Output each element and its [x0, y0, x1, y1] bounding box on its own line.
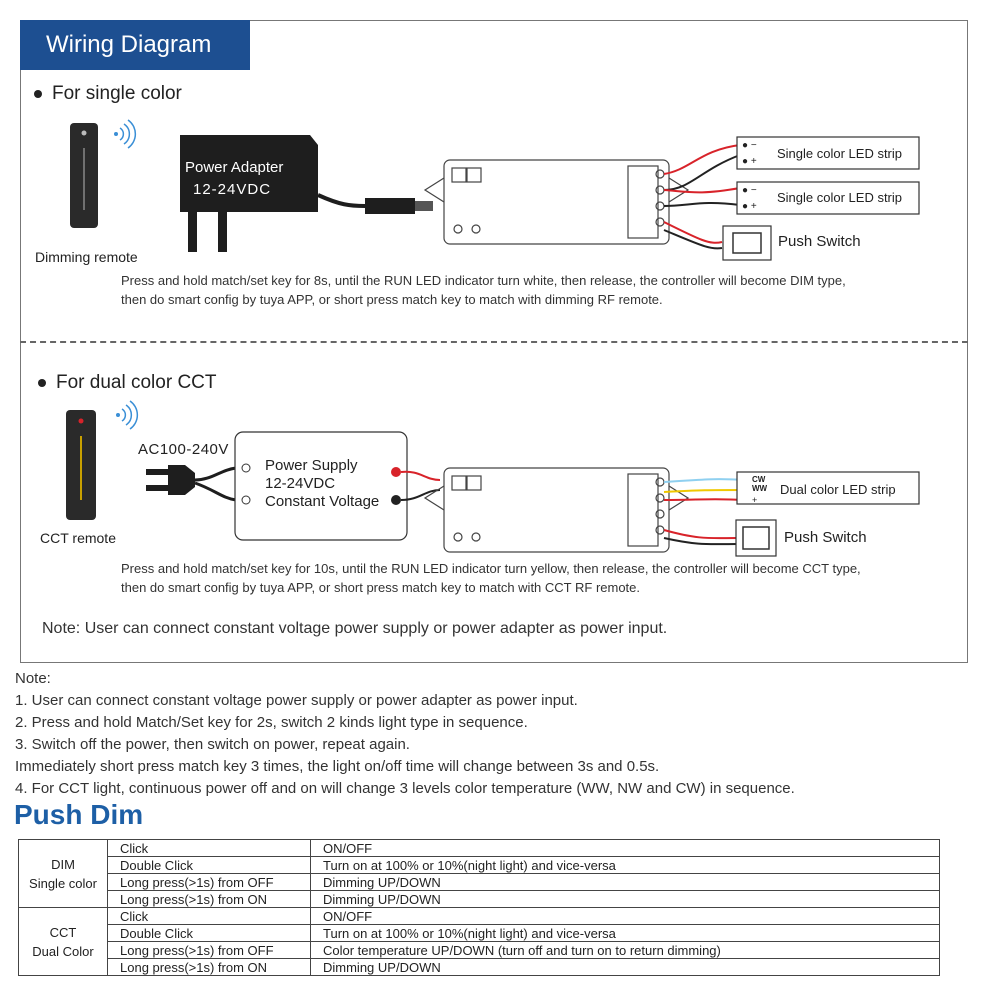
cw-label: CW — [752, 475, 766, 484]
adapter-line-2: 12-24VDC — [193, 181, 272, 198]
dimming-remote-label: Dimming remote — [35, 249, 138, 265]
push-switch-label: Push Switch — [778, 233, 861, 250]
action-cell: Double Click — [107, 924, 311, 942]
svg-text:● −: ● − — [742, 185, 757, 196]
strip-terminal-labels: CW WW — [752, 475, 767, 493]
action-cell: Long press(>1s) from OFF — [107, 873, 311, 891]
dimming-remote-icon — [70, 123, 98, 228]
led-strip-label-1: Single color LED strip — [777, 146, 902, 161]
power-supply-icon — [234, 431, 408, 541]
group-label-line: Dual Color — [32, 943, 94, 959]
wiring-diagram-title: Wiring Diagram — [20, 20, 250, 70]
table-row: Long press(>1s) from ON Dimming UP/DOWN — [19, 958, 940, 976]
cct-instruction-line-2: then do smart config by tuya APP, or sho… — [121, 580, 641, 595]
power-supply-label: Power Supply 12-24VDC Constant Voltage — [265, 457, 379, 511]
power-adapter-icon — [180, 135, 433, 252]
bullet-icon — [34, 89, 42, 98]
single-color-heading: For single color — [34, 83, 182, 105]
note-line: 1. User can connect constant voltage pow… — [15, 692, 578, 709]
action-cell: Long press(>1s) from ON — [107, 958, 311, 976]
result-cell: Dimming UP/DOWN — [310, 890, 940, 908]
controller-icon — [423, 467, 690, 553]
table-row: Long press(>1s) from OFF Dimming UP/DOWN — [19, 873, 940, 891]
single-instruction-line-1: Press and hold match/set key for 8s, unt… — [121, 273, 846, 288]
frame-note: Note: User can connect constant voltage … — [42, 620, 668, 637]
cct-instruction: Press and hold match/set key for 10s, un… — [121, 559, 861, 597]
dual-color-strip-label: Dual color LED strip — [780, 482, 896, 497]
push-switch-icon — [735, 519, 777, 557]
psu-line-2: 12-24VDC — [265, 475, 336, 492]
group-label-dim: DIM Single color — [18, 839, 108, 908]
action-cell: Long press(>1s) from OFF — [107, 941, 311, 959]
wireless-signal-icon — [114, 119, 137, 149]
result-cell: Dimming UP/DOWN — [310, 873, 940, 891]
led-strip-icon — [736, 136, 920, 215]
cct-remote-icon — [66, 410, 96, 520]
notes-heading: Note: — [15, 670, 51, 687]
result-cell: Turn on at 100% or 10%(night light) and … — [310, 924, 940, 942]
section-divider — [20, 341, 968, 343]
psu-line-1: Power Supply — [265, 457, 358, 474]
single-color-wiring: ● − ● + ● − ● + — [70, 119, 920, 261]
result-cell: Color temperature UP/DOWN (turn off and … — [310, 941, 940, 959]
result-cell: Turn on at 100% or 10%(night light) and … — [310, 856, 940, 874]
result-cell: ON/OFF — [310, 907, 940, 925]
group-label-cct: CCT Dual Color — [18, 907, 108, 976]
led-strip-icon — [736, 471, 920, 505]
action-cell: Double Click — [107, 856, 311, 874]
action-cell: Click — [107, 839, 311, 857]
svg-text:+: + — [752, 495, 757, 505]
action-cell: Click — [107, 907, 311, 925]
cct-title: For dual color CCT — [56, 372, 217, 393]
svg-text:● +: ● + — [742, 156, 757, 167]
table-row: Double Click Turn on at 100% or 10%(nigh… — [19, 856, 940, 874]
ac-plug-icon — [146, 465, 237, 502]
table-row: Double Click Turn on at 100% or 10%(nigh… — [19, 924, 940, 942]
push-dim-title: Push Dim — [14, 799, 144, 830]
single-color-title: For single color — [52, 83, 182, 104]
svg-text:● −: ● − — [742, 140, 757, 151]
table-row: Long press(>1s) from OFF Color temperatu… — [19, 941, 940, 959]
ww-label: WW — [752, 484, 768, 493]
controller-icon — [423, 159, 690, 245]
push-switch-label-cct: Push Switch — [784, 529, 867, 546]
svg-text:● +: ● + — [742, 201, 757, 212]
cct-wiring: + — [66, 400, 920, 557]
adapter-line-1: Power Adapter — [185, 159, 284, 176]
result-cell: Dimming UP/DOWN — [310, 958, 940, 976]
group-label-line: Single color — [29, 875, 97, 891]
group-label-line: CCT — [49, 924, 77, 940]
single-instruction: Press and hold match/set key for 8s, unt… — [121, 271, 846, 309]
bullet-icon — [38, 378, 46, 387]
table-row: CCT Dual Color Click ON/OFF — [18, 907, 940, 976]
power-adapter-label: Power Adapter 12-24VDC — [185, 157, 283, 201]
push-dim-table: DIM Single color Click ON/OFF Double Cli… — [18, 839, 940, 976]
note-line: 3. Switch off the power, then switch on … — [15, 736, 410, 753]
push-switch-icon — [722, 225, 772, 261]
group-label-line: DIM — [51, 856, 75, 872]
cct-heading: For dual color CCT — [38, 372, 217, 394]
led-strip-label-2: Single color LED strip — [777, 190, 902, 205]
result-cell: ON/OFF — [310, 839, 940, 857]
note-line: 2. Press and hold Match/Set key for 2s, … — [15, 714, 528, 731]
cct-instruction-line-1: Press and hold match/set key for 10s, un… — [121, 561, 861, 576]
table-row: DIM Single color Click ON/OFF — [18, 839, 940, 908]
action-cell: Long press(>1s) from ON — [107, 890, 311, 908]
cct-remote-label: CCT remote — [40, 530, 116, 546]
notes-block: Note: 1. User can connect constant volta… — [15, 668, 795, 800]
wireless-signal-icon — [116, 400, 139, 430]
note-line: 4. For CCT light, continuous power off a… — [15, 780, 795, 797]
table-row: Long press(>1s) from ON Dimming UP/DOWN — [19, 890, 940, 908]
psu-line-3: Constant Voltage — [265, 493, 380, 510]
single-instruction-line-2: then do smart config by tuya APP, or sho… — [121, 292, 663, 307]
note-line: Immediately short press match key 3 time… — [15, 758, 660, 775]
ac-input-label: AC100-240V — [138, 441, 229, 458]
